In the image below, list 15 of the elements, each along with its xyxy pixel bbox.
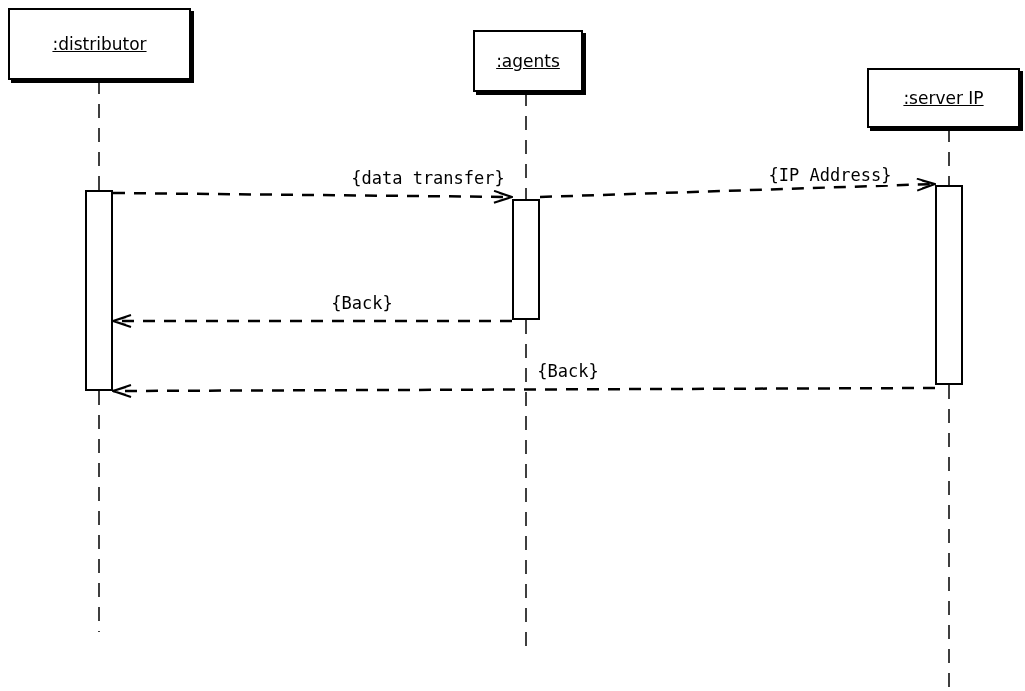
activation-bar	[85, 190, 113, 391]
object-box	[473, 30, 583, 92]
object-box	[8, 8, 191, 80]
edge-label: {Back}	[536, 361, 600, 381]
edge-label: {data transfer}	[350, 168, 506, 188]
object-box	[867, 68, 1020, 128]
edge-label: {IP Address}	[767, 165, 893, 185]
object-name: :server IP	[903, 88, 984, 108]
edge-label: {Back}	[330, 293, 394, 313]
activation-bar	[935, 185, 963, 385]
object-name: :agents	[496, 51, 560, 71]
lifeline	[525, 319, 527, 647]
activation-bar	[512, 199, 540, 320]
lifeline	[98, 390, 100, 633]
object-name: :distributor	[52, 34, 147, 54]
